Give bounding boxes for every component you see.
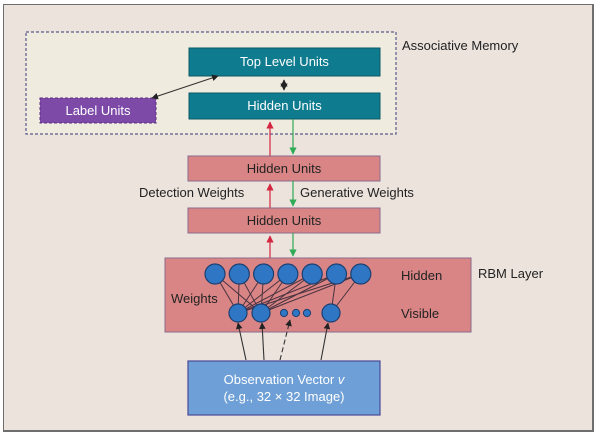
rbm-weights-label: Weights — [171, 291, 218, 306]
rbm-visible-node — [321, 303, 341, 323]
detection-weights-label: Detection Weights — [139, 185, 245, 200]
rbm-weight-edge — [237, 273, 313, 314]
rbm-hidden-node — [277, 263, 299, 285]
input-arrow — [320, 322, 331, 361]
rbm-hidden-label: Hidden — [401, 268, 442, 283]
hidden-units-1-label: Hidden Units — [247, 161, 322, 176]
label-top-bidirectional-arrow — [151, 74, 219, 100]
assoc-hidden-units-label: Hidden Units — [247, 98, 322, 113]
rbm-ellipsis-dot — [302, 308, 312, 318]
rbm-hidden-node — [301, 263, 323, 285]
rbm-hidden-node — [350, 263, 372, 285]
associative-memory-label: Associative Memory — [402, 38, 519, 53]
observation-vector-var: v — [338, 372, 346, 387]
top-level-units-box — [188, 47, 381, 77]
hidden-units-2-box — [187, 207, 381, 234]
rbm-nodes — [204, 263, 372, 323]
rbm-visible-node — [228, 303, 248, 323]
input-arrows — [236, 319, 331, 361]
rbm-hidden-node — [325, 263, 348, 285]
rbm-hidden-node — [228, 263, 250, 285]
rbm-hidden-node — [204, 263, 226, 285]
observation-vector-line1: Observation Vector v — [224, 372, 346, 387]
observation-vector-box — [187, 360, 381, 416]
input-arrow — [259, 322, 266, 361]
rbm-visible-label: Visible — [401, 306, 439, 321]
label-units-label: Label Units — [65, 103, 131, 118]
rbm-visible-node — [251, 303, 271, 323]
generative-weights-label: Generative Weights — [300, 185, 414, 200]
rbm-hidden-node — [253, 263, 275, 285]
hidden-units-1-box — [187, 155, 381, 182]
rbm-weight-edge — [260, 273, 313, 314]
input-arrow — [279, 319, 292, 361]
hidden-units-2-label: Hidden Units — [247, 213, 322, 228]
assoc-hidden-units-box — [188, 92, 381, 120]
observation-vector-line2: (e.g., 32 × 32 Image) — [223, 389, 344, 404]
top-level-units-label: Top Level Units — [240, 54, 329, 69]
label-units-box — [39, 97, 157, 124]
input-arrow — [236, 322, 247, 361]
rbm-ellipsis-dot — [279, 308, 289, 318]
rbm-weight-edge — [260, 273, 337, 314]
rbm-layer-label: RBM Layer — [478, 266, 544, 281]
rbm-ellipsis-dot — [291, 308, 301, 318]
